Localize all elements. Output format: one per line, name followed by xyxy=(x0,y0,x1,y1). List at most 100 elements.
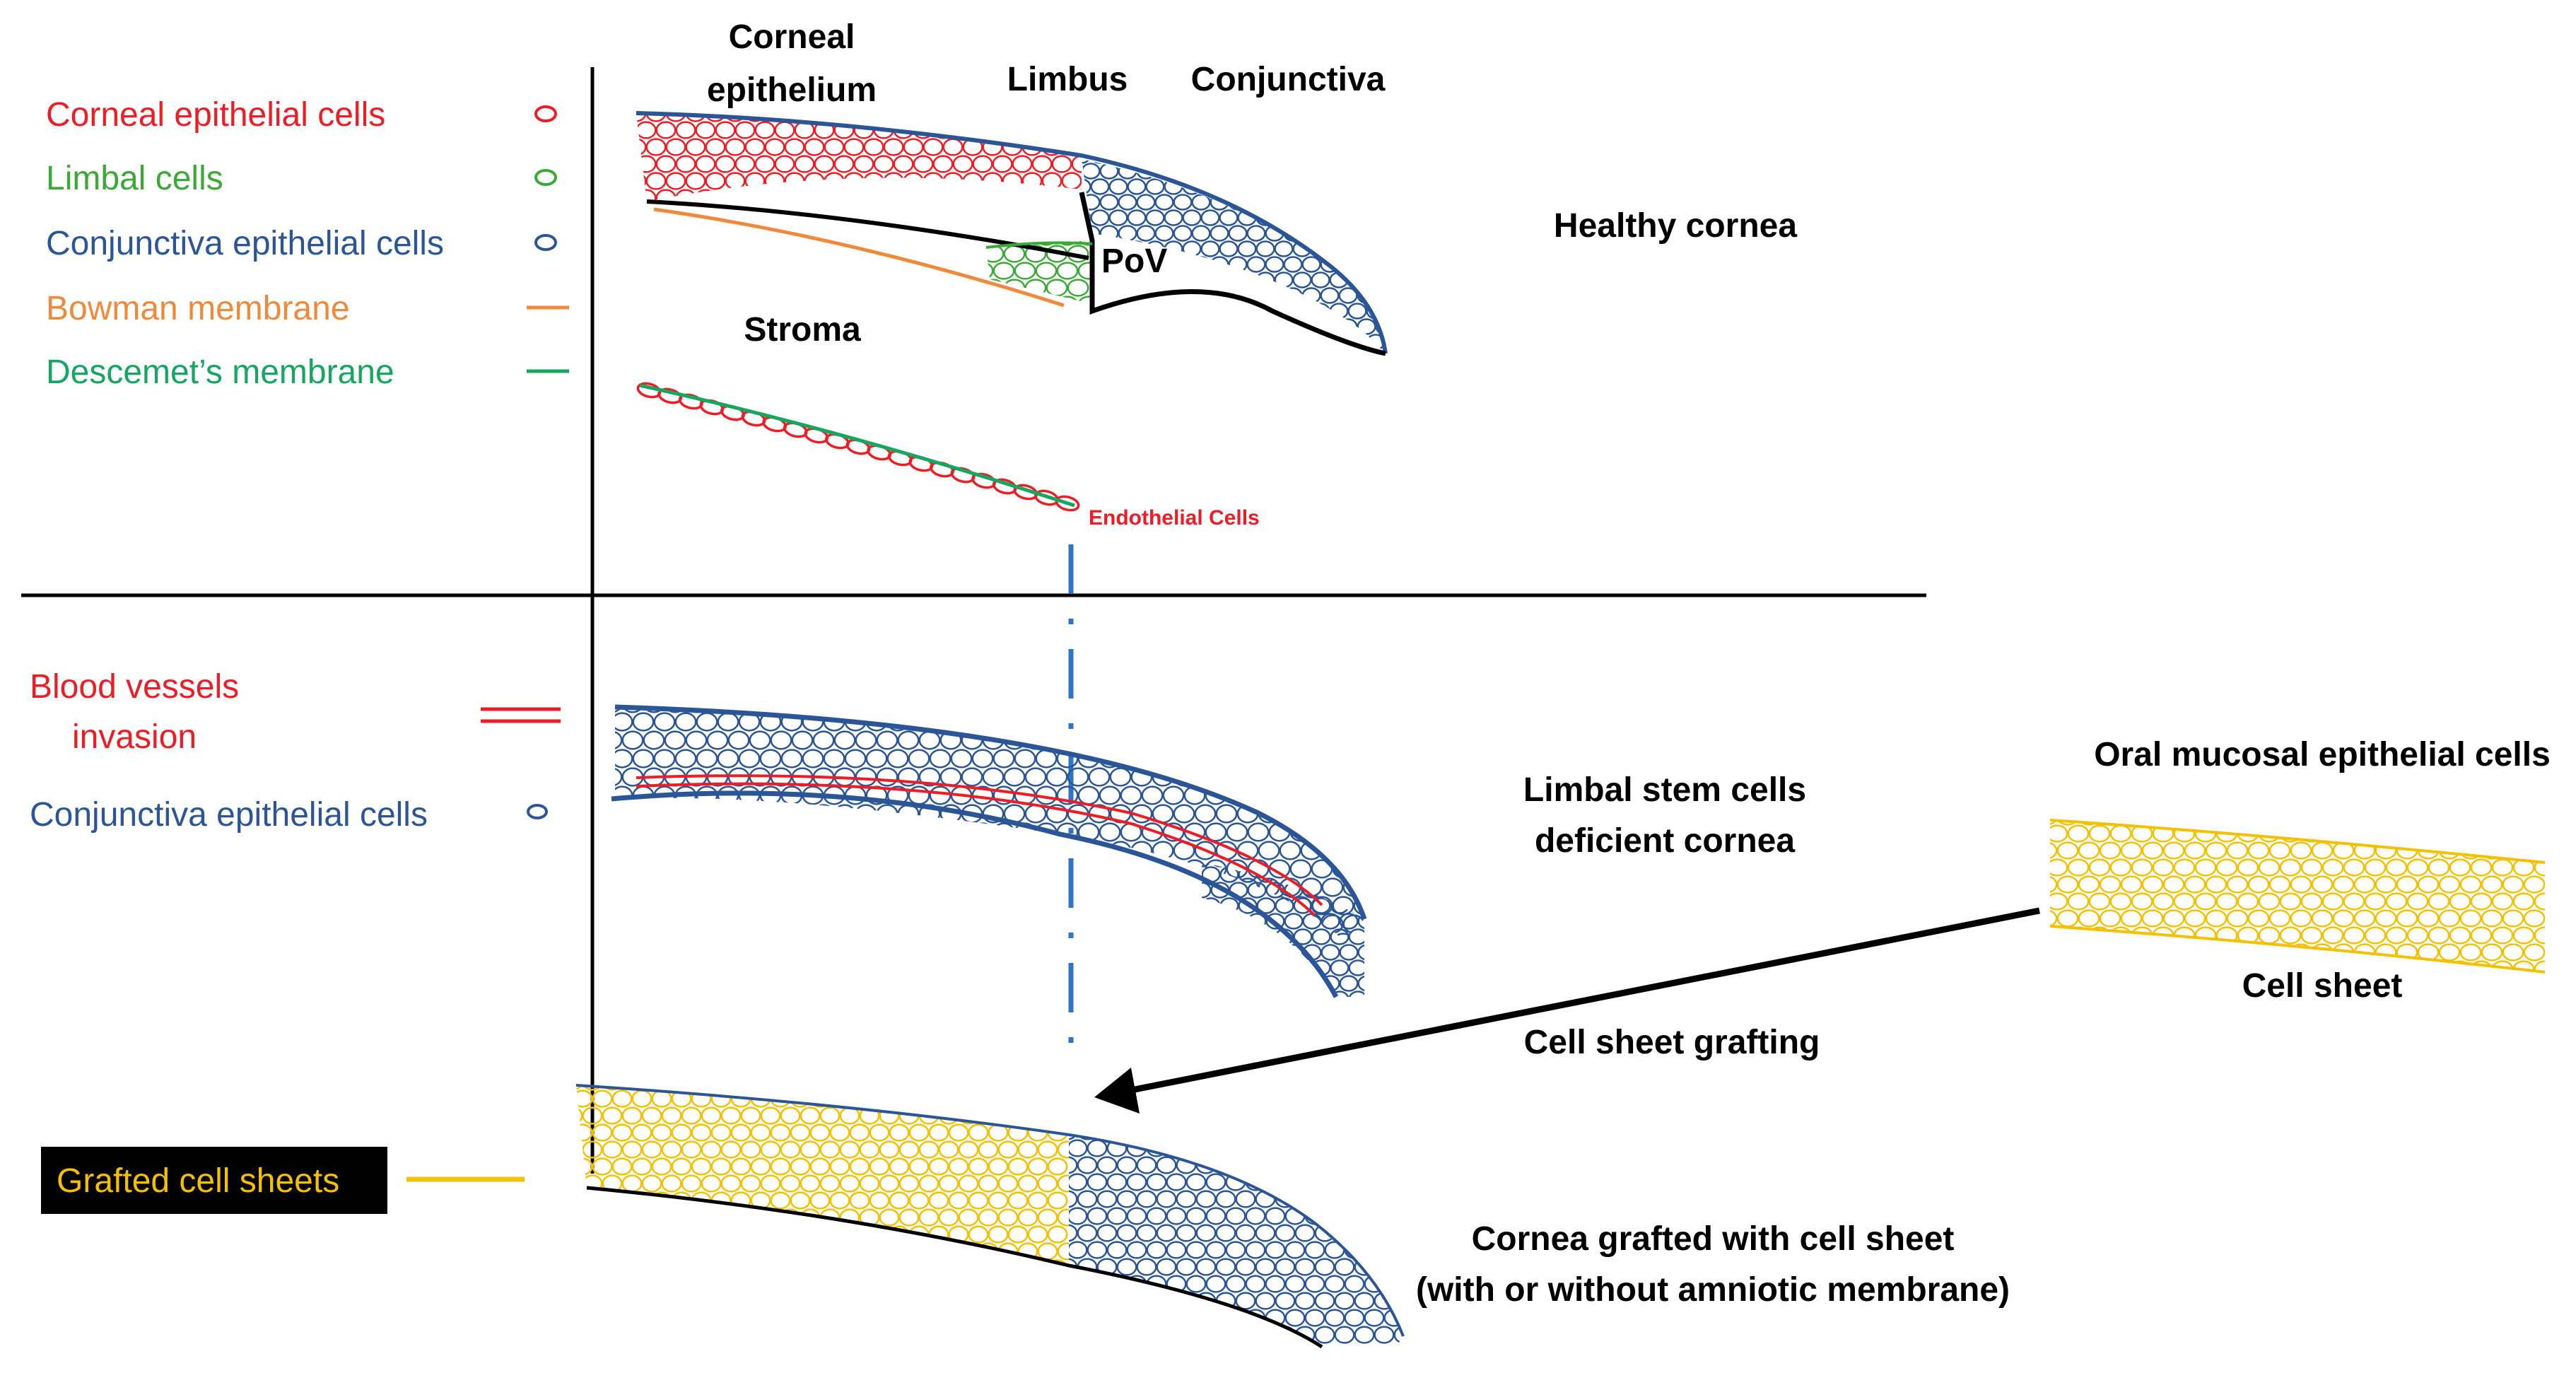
cell-shape xyxy=(576,1259,593,1266)
cell-shape xyxy=(754,121,775,139)
cell-shape xyxy=(948,1157,969,1176)
cell-shape xyxy=(1126,1207,1147,1225)
cell-shape xyxy=(2162,943,2185,962)
cell-shape xyxy=(849,1157,870,1176)
cell-shape xyxy=(1013,224,1032,240)
cell-shape xyxy=(615,712,633,732)
cell-shape xyxy=(2109,892,2132,911)
cell-shape xyxy=(1215,707,1238,713)
cell-shape xyxy=(1127,209,1147,226)
cell-shape xyxy=(760,1242,781,1261)
cell-shape xyxy=(665,172,686,190)
cell-shape xyxy=(982,113,1003,122)
cell-shape xyxy=(1182,209,1202,226)
legend-item-label: Conjunctiva epithelial cells xyxy=(46,225,444,262)
cell-shape xyxy=(1215,804,1238,824)
cell-shape xyxy=(675,121,696,139)
cell-shape xyxy=(1353,896,1364,916)
cell-shape xyxy=(1116,1326,1137,1344)
cell-shape xyxy=(727,730,750,750)
cell-shape xyxy=(988,1089,1009,1108)
cell-shape xyxy=(1258,767,1280,787)
cell-shape xyxy=(1002,172,1023,190)
cell-shape xyxy=(886,749,909,769)
cell-shape xyxy=(1136,225,1156,242)
cell-shape xyxy=(1120,785,1142,805)
cell-shape xyxy=(2406,858,2429,877)
cell-shape xyxy=(1106,1241,1128,1259)
cell-shape xyxy=(1265,1241,1286,1259)
cell-shape xyxy=(2131,858,2153,877)
cell-shape xyxy=(576,1242,583,1261)
cell-shape xyxy=(962,172,983,190)
cell-shape xyxy=(681,1174,702,1193)
cell-shape xyxy=(1219,897,1239,914)
cell-shape xyxy=(988,1259,1009,1266)
cell-shape xyxy=(942,113,964,122)
cell-shape xyxy=(1219,303,1239,320)
cell-shape xyxy=(641,1208,662,1227)
cell-shape xyxy=(889,1157,910,1176)
cell-shape xyxy=(972,121,993,139)
cell-shape xyxy=(928,1089,949,1108)
cell-shape xyxy=(736,258,755,274)
cell-shape xyxy=(759,749,782,769)
cell-shape xyxy=(1088,707,1111,713)
cell-shape xyxy=(1185,1275,1207,1293)
cell-shape xyxy=(1256,928,1276,945)
cell-shape xyxy=(1205,712,1227,732)
cell-shape xyxy=(897,914,920,934)
cell-shape xyxy=(918,1085,939,1091)
cell-shape xyxy=(784,172,805,190)
cell-shape xyxy=(1017,1106,1038,1125)
cell-shape xyxy=(982,877,1005,897)
cell-shape xyxy=(1037,1106,1058,1125)
cell-shape xyxy=(923,172,944,190)
cell-shape xyxy=(873,189,894,201)
cell-shape xyxy=(1332,712,1354,732)
cell-shape xyxy=(645,172,667,190)
cell-shape xyxy=(2343,892,2365,911)
cell-shape xyxy=(1185,1139,1207,1157)
cell-shape xyxy=(903,113,924,122)
cell-shape xyxy=(1077,933,1100,940)
cell-shape xyxy=(843,172,865,190)
cell-shape xyxy=(1383,1275,1403,1293)
cell-shape xyxy=(686,275,706,291)
cell-shape xyxy=(1329,303,1349,320)
cell-shape xyxy=(879,1208,900,1227)
grafted-legend-box xyxy=(41,1147,387,1214)
legend-invasion-label: invasion xyxy=(72,718,197,756)
cell-shape xyxy=(865,896,888,916)
cell-shape xyxy=(749,804,771,824)
cell-shape xyxy=(582,1242,603,1261)
cell-shape xyxy=(1324,1275,1345,1293)
cell-shape xyxy=(1393,1156,1403,1174)
cell-shape xyxy=(759,896,782,916)
cell-shape xyxy=(1334,1190,1355,1208)
cell-shape xyxy=(897,877,920,897)
cell-shape xyxy=(932,155,954,173)
cell-shape xyxy=(835,258,854,274)
conj-oval-icon xyxy=(527,804,548,819)
cell-shape xyxy=(823,822,845,842)
cell-shape xyxy=(1053,224,1072,240)
cell-shape xyxy=(1096,1292,1118,1310)
cell-shape xyxy=(2056,820,2079,826)
cell-shape xyxy=(2056,841,2079,860)
cell-shape xyxy=(1289,859,1312,879)
cell-shape xyxy=(1354,1224,1375,1242)
cell-shape xyxy=(651,1259,672,1266)
label-limbus: Limbus xyxy=(1007,61,1128,98)
cell-shape xyxy=(582,1106,603,1125)
cell-shape xyxy=(897,707,920,713)
cell-shape xyxy=(1176,1326,1197,1344)
cell-shape xyxy=(1067,914,1089,934)
cell-shape xyxy=(2428,824,2450,843)
cell-shape xyxy=(2205,943,2227,962)
cell-shape xyxy=(1014,933,1036,940)
cell-shape xyxy=(717,933,739,940)
cell-shape xyxy=(2481,875,2503,894)
cell-shape xyxy=(750,1225,771,1244)
cell-shape xyxy=(1265,1207,1286,1225)
